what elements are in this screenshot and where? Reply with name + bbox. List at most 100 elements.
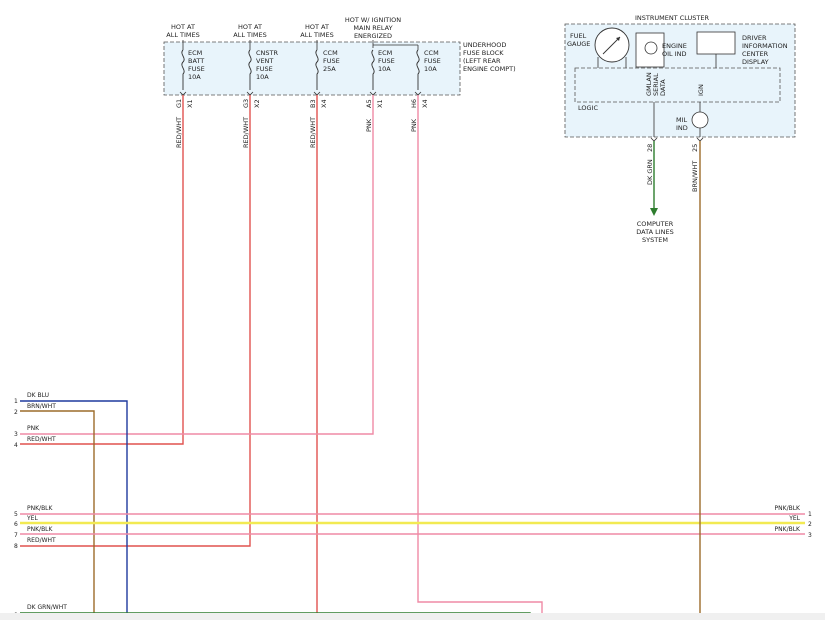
serial-label-3: DATA bbox=[659, 79, 667, 96]
fuse-5-l2: FUSE bbox=[424, 57, 441, 65]
wire-red-wht-g3 bbox=[20, 95, 251, 547]
left-wire-2: BRN/WHT bbox=[27, 403, 56, 410]
pin-g3: G3 bbox=[242, 99, 250, 108]
pin-25: 25 bbox=[691, 144, 699, 152]
right-wire-3: PNK/BLK bbox=[775, 526, 802, 533]
supply-label-1-line2: ALL TIMES bbox=[166, 31, 199, 39]
right-pin-3: 3 bbox=[808, 532, 812, 539]
pin-28: 28 bbox=[646, 144, 654, 152]
computer-lines-3: SYSTEM bbox=[642, 236, 668, 244]
wire-pnk-a5 bbox=[20, 95, 374, 435]
pin-b3: B3 bbox=[309, 99, 317, 108]
fuse-block-title-2: FUSE BLOCK bbox=[463, 49, 504, 57]
supply-label-3-line1: HOT AT bbox=[305, 23, 329, 31]
fuse-labels: ECM BATT FUSE 10A CNSTR VENT FUSE 10A CC… bbox=[188, 49, 441, 81]
supply-label-4-line3: ENERGIZED bbox=[354, 32, 392, 40]
mil-lamp-icon bbox=[691, 111, 709, 129]
serial-label-2: SERIAL bbox=[652, 73, 660, 96]
left-wire-5: PNK/BLK bbox=[27, 505, 54, 512]
fuse-4-l2: FUSE bbox=[378, 57, 395, 65]
supply-label-4-line1: HOT W/ IGNITION bbox=[345, 16, 401, 24]
fuse-2-l1: CNSTR bbox=[256, 49, 278, 57]
supply-label-3-line2: ALL TIMES bbox=[300, 31, 333, 39]
right-pin-2: 2 bbox=[808, 521, 812, 528]
serial-label-1: GMLAN bbox=[645, 72, 653, 96]
wire-label-4: PNK bbox=[365, 118, 373, 132]
wire-dk-blu bbox=[20, 400, 128, 620]
wire-dk-grn-label: DK GRN bbox=[646, 159, 654, 185]
supply-label-4-line2: MAIN RELAY bbox=[353, 24, 392, 32]
mil-label-1: MIL bbox=[676, 116, 688, 124]
right-pin-1: 1 bbox=[808, 511, 812, 518]
left-pin-8: 8 bbox=[14, 543, 18, 550]
left-connector: 1 DK BLU 2 BRN/WHT 3 PNK 4 RED/WHT 5 PNK… bbox=[14, 392, 67, 619]
wire-brn-wht-left bbox=[20, 410, 95, 620]
logic-label: LOGIC bbox=[578, 104, 598, 112]
dic-label-2: INFORMATION bbox=[742, 42, 788, 50]
fuse-wire-labels: RED/WHT RED/WHT RED/WHT PNK PNK bbox=[175, 117, 418, 148]
fuse-block-outline bbox=[163, 41, 461, 96]
pin-a5: A5 bbox=[365, 99, 373, 108]
dic-display-icon bbox=[696, 31, 736, 55]
fuse-2-l3: FUSE bbox=[256, 65, 273, 73]
left-pin-2: 2 bbox=[14, 409, 18, 416]
fuse-3-l2: FUSE bbox=[323, 57, 340, 65]
wire-label-1: RED/WHT bbox=[175, 117, 183, 148]
fuse-1-l2: BATT bbox=[188, 57, 204, 65]
fuse-5-l1: CCM bbox=[424, 49, 439, 57]
fuse-3-l1: CCM bbox=[323, 49, 338, 57]
dic-label-1: DRIVER bbox=[742, 34, 767, 42]
fuse-block-title-4: ENGINE COMPT) bbox=[463, 65, 516, 73]
arrow-down-icon bbox=[650, 208, 658, 216]
supply-label-2-line1: HOT AT bbox=[238, 23, 262, 31]
fuse-symbols bbox=[181, 49, 420, 90]
right-wire-1: PNK/BLK bbox=[775, 505, 802, 512]
left-pin-6: 6 bbox=[14, 521, 18, 528]
fuse-block-title-3: (LEFT REAR bbox=[463, 57, 501, 65]
fuse-2-l2: VENT bbox=[256, 57, 273, 65]
conn-x4-a: X4 bbox=[320, 99, 328, 108]
left-wire-1: DK BLU bbox=[27, 392, 49, 399]
wire-label-5: PNK bbox=[410, 118, 418, 132]
conn-x4-b: X4 bbox=[421, 99, 429, 108]
fuse-1-l4: 10A bbox=[188, 73, 201, 81]
left-wire-3: PNK bbox=[27, 425, 40, 432]
wire-pnk-h6 bbox=[417, 95, 543, 620]
logic-block bbox=[574, 67, 781, 103]
underhood-fuse-block: HOT AT ALL TIMES HOT AT ALL TIMES HOT AT… bbox=[163, 16, 516, 148]
left-wire-9: DK GRN/WHT bbox=[27, 604, 67, 611]
cluster-title: INSTRUMENT CLUSTER bbox=[635, 14, 710, 22]
fuse-1-l1: ECM bbox=[188, 49, 202, 57]
fuse-4-l1: ECM bbox=[378, 49, 392, 57]
fuse-wires bbox=[20, 95, 543, 620]
right-connector: PNK/BLK 1 YEL 2 PNK/BLK 3 bbox=[775, 505, 812, 539]
left-pin-3: 3 bbox=[14, 431, 18, 438]
conn-x1-b: X1 bbox=[376, 99, 384, 108]
wire-red-wht-g1 bbox=[20, 95, 184, 445]
fuse-block-title-1: UNDERHOOD bbox=[463, 41, 506, 49]
left-pin-5: 5 bbox=[14, 511, 18, 518]
dic-label-4: DISPLAY bbox=[742, 58, 769, 66]
fuse-3-l3: 25A bbox=[323, 65, 336, 73]
wire-brn-wht-label: BRN/WHT bbox=[691, 161, 699, 192]
computer-lines-2: DATA LINES bbox=[636, 228, 673, 236]
pin-h6: H6 bbox=[410, 99, 418, 108]
wire-label-2: RED/WHT bbox=[242, 117, 250, 148]
left-wire-7: PNK/BLK bbox=[27, 526, 54, 533]
right-wire-2: YEL bbox=[788, 515, 800, 522]
dic-label-3: CENTER bbox=[742, 50, 769, 58]
conn-x2: X2 bbox=[253, 99, 261, 108]
ign-label: IGN bbox=[697, 84, 705, 96]
left-wire-8: RED/WHT bbox=[27, 537, 56, 544]
left-pin-4: 4 bbox=[14, 442, 18, 449]
conn-x1-a: X1 bbox=[186, 99, 194, 108]
fuse-pin-labels: G1 X1 G3 X2 B3 X4 A5 X1 H6 X4 bbox=[175, 99, 429, 108]
pin-g1: G1 bbox=[175, 99, 183, 108]
mil-label-2: IND bbox=[676, 124, 688, 132]
supply-label-2-line2: ALL TIMES bbox=[233, 31, 266, 39]
supply-label-1-line1: HOT AT bbox=[171, 23, 195, 31]
left-pin-1: 1 bbox=[14, 398, 18, 405]
instrument-cluster: INSTRUMENT CLUSTER FUEL GAUGE ENGINE OIL… bbox=[564, 14, 796, 620]
fuse-1-l3: FUSE bbox=[188, 65, 205, 73]
